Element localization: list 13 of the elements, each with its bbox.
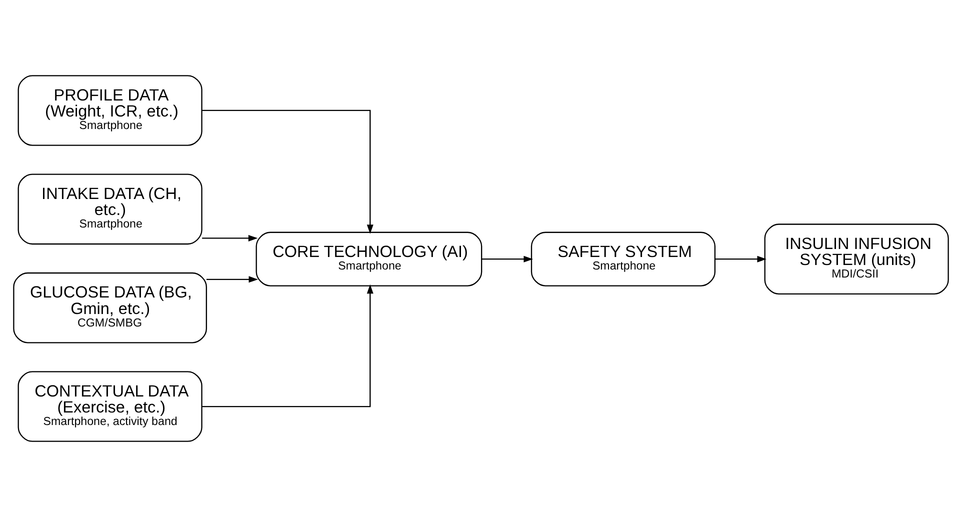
arrow xyxy=(202,234,258,242)
node-box: SAFETY SYSTEM Smartphone xyxy=(530,232,716,286)
node-box: GLUCOSE DATA (BG, Gmin, etc.) CGM/SMBG xyxy=(13,272,207,344)
arrow xyxy=(482,256,534,262)
arrow xyxy=(202,284,374,408)
arrow xyxy=(206,276,258,283)
node-box: INSULIN INFUSION SYSTEM (units) MDI/CSII xyxy=(764,224,949,294)
arrow xyxy=(715,256,767,262)
node-box: INTAKE DATA (CH, etc.) Smartphone xyxy=(18,174,202,245)
node-box: PROFILE DATA (Weight, ICR, etc.) Smartphone xyxy=(18,75,202,146)
node-box: CORE TECHNOLOGY (AI) Smartphone xyxy=(256,232,482,286)
node-box: CONTEXTUAL DATA (Exercise, etc.) Smartphone, activity band xyxy=(18,371,202,442)
arrow xyxy=(202,110,374,234)
